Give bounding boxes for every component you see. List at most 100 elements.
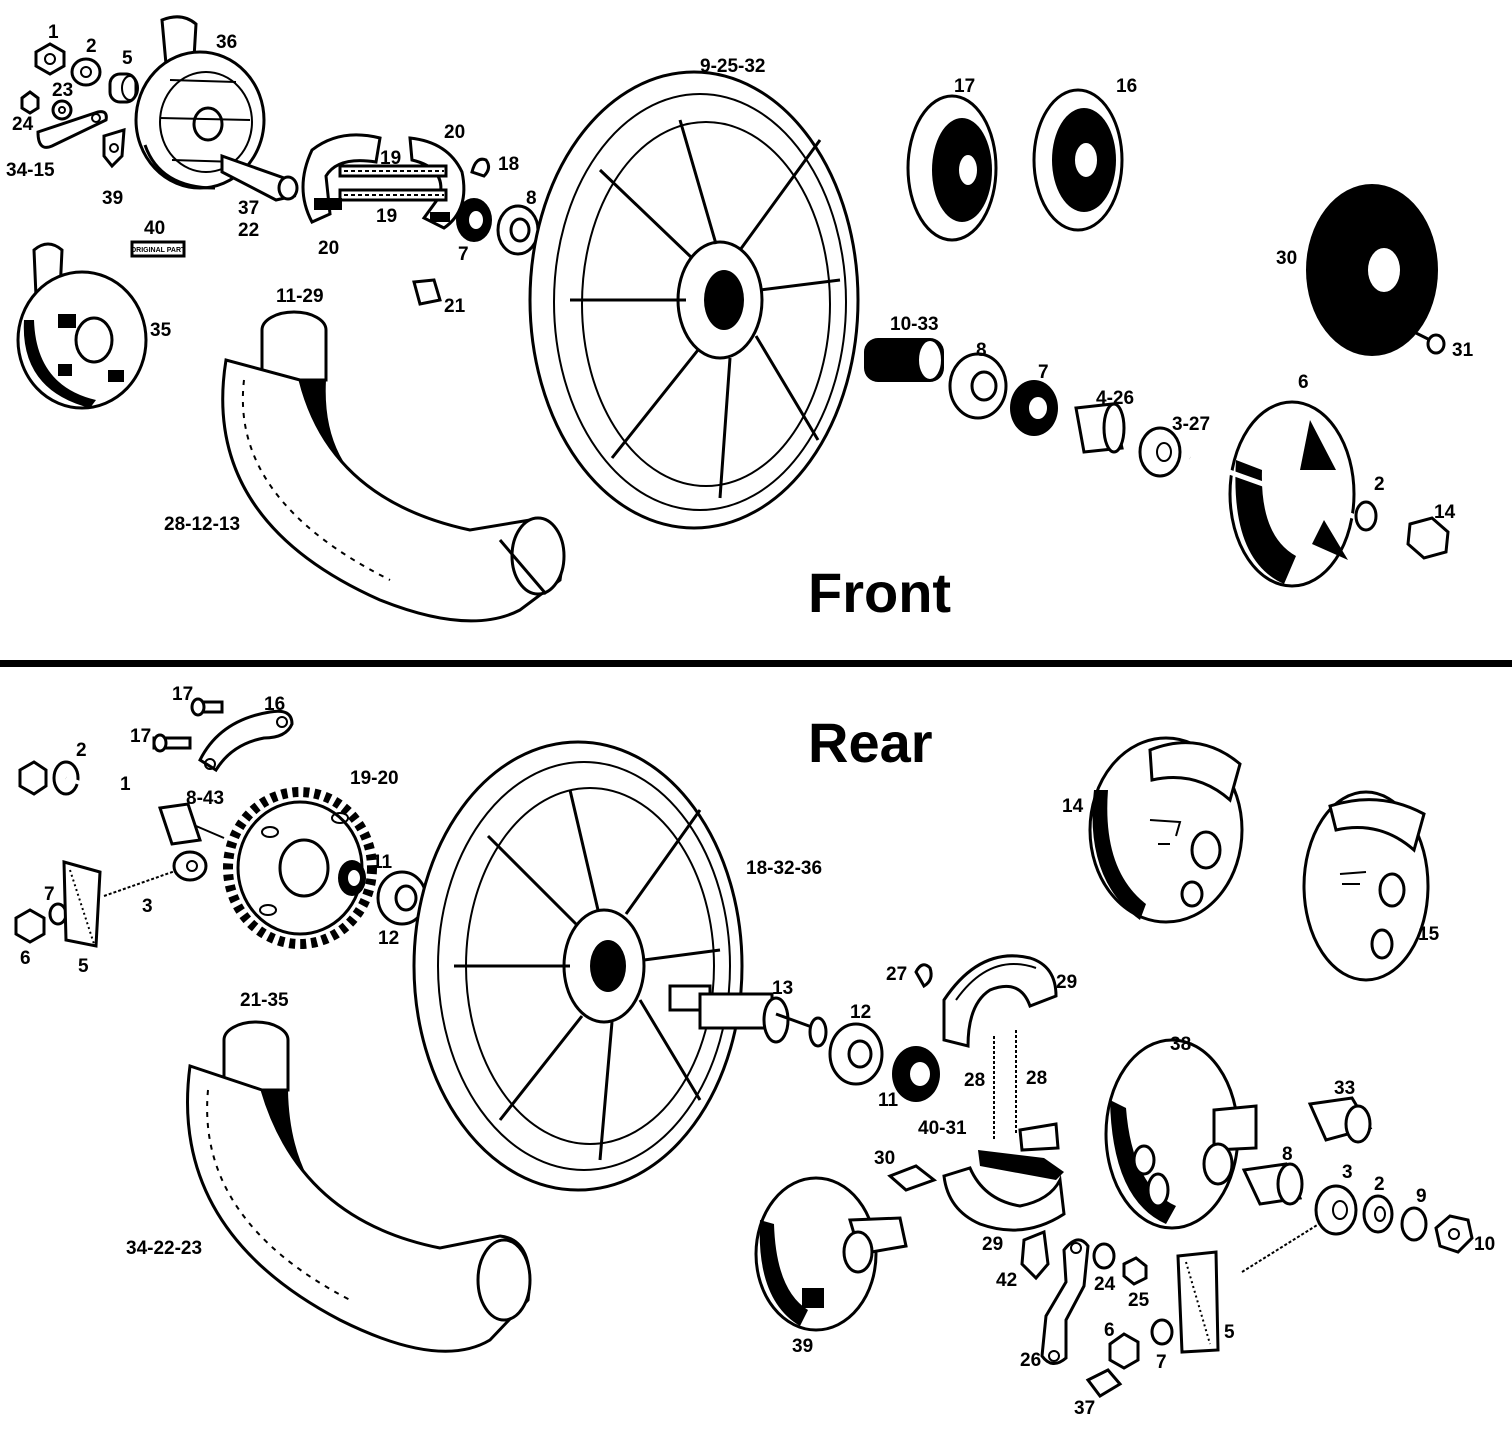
callout-label: 16 [1116,76,1137,97]
callout-label: 1 [48,22,59,43]
callout-label: 29 [982,1234,1003,1255]
rear-brake-hub-39 [754,1176,908,1332]
rear-wheel-18-32-36 [412,740,744,1192]
callout-label: 9-25-32 [700,56,766,77]
rear-parts [14,697,1474,1398]
rear-spacer-8 [1241,1162,1304,1206]
callout-label: 21-35 [240,990,289,1011]
rear-seal-11a [338,860,366,896]
section-divider [0,660,1512,667]
callout-label: 30 [1276,248,1297,269]
callout-label: 26 [1020,1350,1041,1371]
callout-label: 1 [120,774,131,795]
callout-label: 11-29 [276,286,324,307]
callout-label: 28-12-13 [164,514,240,535]
callout-label: 2 [1374,1174,1385,1195]
callout-label: 2 [86,36,97,57]
rear-nut-10 [1434,1214,1474,1254]
front-brake-drum-16 [1032,88,1124,232]
rear-adjuster-3 [103,850,208,897]
front-brake-plate-36 [134,15,266,190]
callout-label: 28 [964,1070,985,1091]
callout-label: 5 [122,48,133,69]
front-pin-39 [102,127,126,169]
rear-bearing-12b [828,1022,884,1086]
rear-pad-30 [887,1164,938,1192]
callout-label: 36 [216,32,237,53]
rear-bolt-17a [190,697,224,717]
front-nut-24 [20,90,40,115]
callout-label: 39 [792,1336,813,1357]
callout-label: 24 [1094,1274,1116,1295]
callout-label: 18-32-36 [746,858,822,879]
front-clip-21 [412,278,442,306]
rear-spacer-8-43 [158,802,225,846]
callout-label: 7 [44,884,55,905]
callout-label: 2 [76,740,87,761]
callout-label: 6 [1104,1320,1115,1341]
callout-label: 19-20 [350,768,399,789]
front-spacer-3-27 [1138,426,1182,478]
rear-tyre-34-22-23 [186,1064,532,1353]
rear-washer-7 [48,902,68,926]
front-screw-31 [1413,330,1446,355]
callout-label: 8 [526,188,537,209]
rear-washer-2b [1362,1194,1394,1234]
front-brake-cam-37-22 [220,153,299,202]
callout-label: 5 [78,956,89,977]
front-spring-clip-18 [470,157,491,178]
front-spacer-5 [108,72,139,104]
front-bearing-8 [496,204,540,256]
callout-label: 20 [444,122,465,143]
callout-label: 16 [264,694,285,715]
callout-label: 24 [12,114,34,135]
rear-bearing-12a [376,870,428,926]
rear-adjuster-3b [1241,1184,1358,1273]
callout-label: 27 [886,964,907,985]
callout-label: 37 [238,198,259,219]
front-hub-cover-17 [906,94,998,242]
rear-clip-27 [914,963,933,989]
front-parts: ORIGINAL PART [16,15,1450,623]
front-seal-7 [456,198,492,242]
callout-label: 2 [1374,474,1385,495]
rear-seal-11b [892,1046,940,1102]
callout-label: 8 [976,340,987,361]
callout-label: 8-43 [186,788,224,809]
callout-label: 22 [238,220,259,241]
callout-label: 21 [444,296,466,317]
front-nut-1 [34,42,66,76]
callout-label: 12 [378,928,399,949]
callout-label: 15 [1418,924,1440,945]
callout-label: 30 [874,1148,895,1169]
callout-label: 9 [1416,1186,1427,1207]
rear-callouts: 17 16 17 2 1 8-43 19-20 11 7 3 6 5 12 18… [20,684,1495,1419]
rear-sprocket-19-20 [223,787,377,949]
rear-adjuster-block-5b [1176,1250,1220,1354]
callout-label: 5 [1224,1322,1235,1343]
rear-washer-24 [1092,1242,1116,1270]
rear-brake-shoe-29b [942,1166,1066,1232]
callout-label: 35 [150,320,172,341]
front-washer-2 [70,57,102,87]
front-seal-7b [1010,380,1058,436]
rear-nut-6b [1108,1332,1140,1370]
rear-brake-plate-38 [1104,1038,1258,1230]
rear-washer-9 [1400,1206,1428,1242]
rear-spacer-33 [1307,1096,1373,1144]
rear-washer-7b [1150,1318,1174,1346]
callout-label: 39 [102,188,123,209]
svg-text:ORIGINAL PART: ORIGINAL PART [131,247,186,254]
rear-bolt-17b [152,733,192,753]
callout-label: 3-27 [1172,414,1210,435]
callout-label: 4-26 [1096,388,1134,409]
callout-label: 20 [318,238,339,259]
front-wheel-9-25-32 [528,70,860,530]
front-hub-spacer-10-33 [864,338,944,382]
callout-label: 19 [376,206,397,227]
rear-lever-26 [1040,1238,1090,1365]
rear-axle-spacer-13 [668,984,828,1048]
callout-label: 18 [498,154,519,175]
callout-label: 38 [1170,1034,1191,1055]
